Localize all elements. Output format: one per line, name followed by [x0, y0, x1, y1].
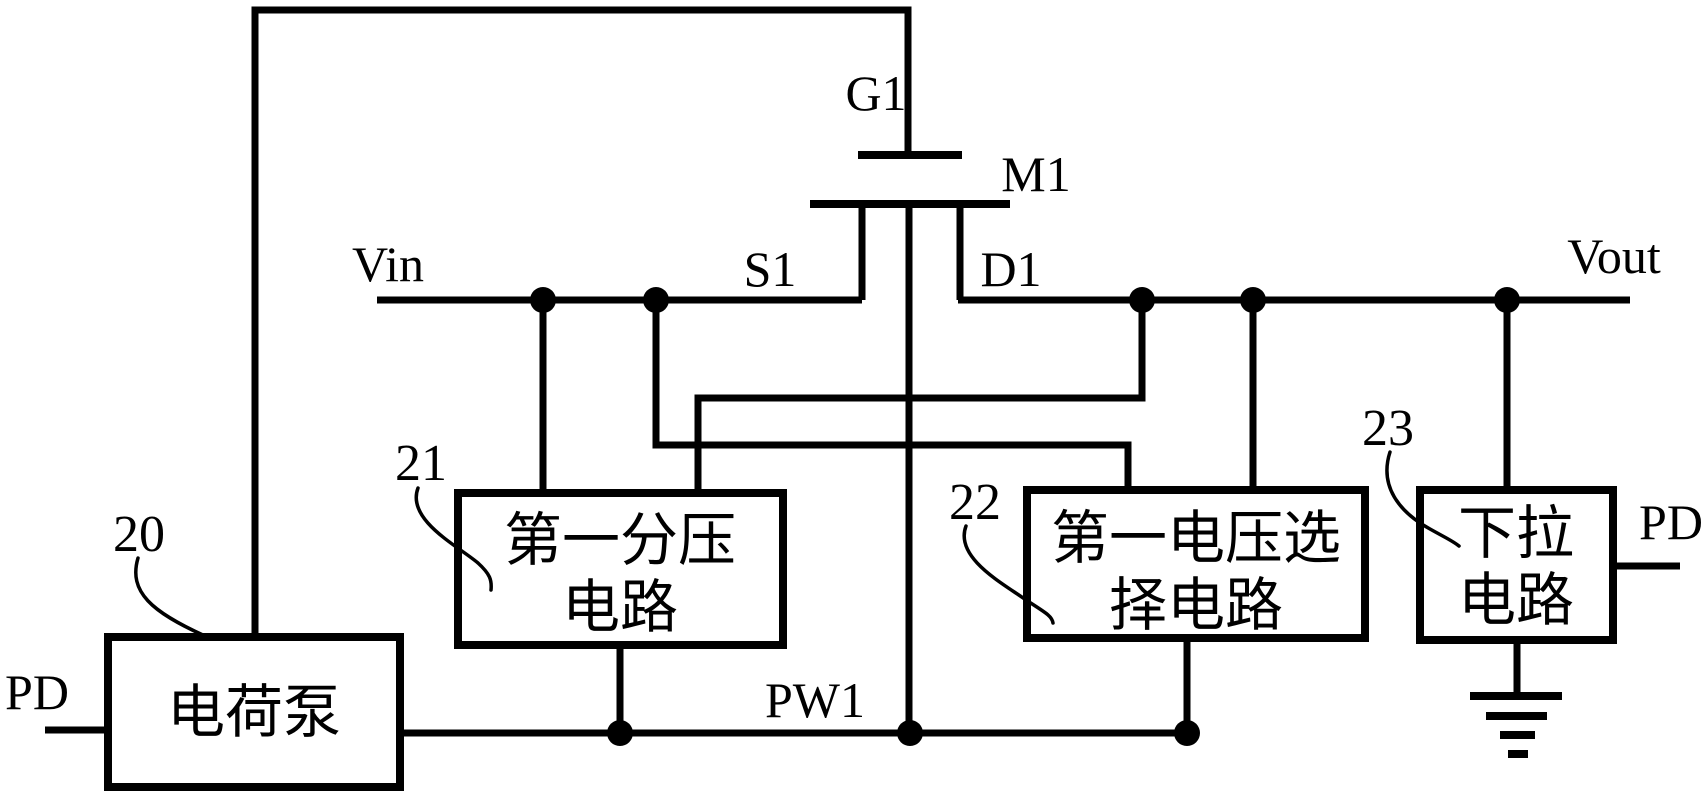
junction-dot — [1174, 720, 1200, 746]
junction-dot — [530, 287, 556, 313]
wire-vout-to-divider — [694, 300, 1146, 493]
ref-22: 22 — [949, 474, 1001, 531]
first-voltage-selector-label-line2: 择电路 — [1109, 573, 1283, 638]
first-divider-label-line1: 第一分压 — [504, 508, 736, 573]
junction-dot — [1129, 287, 1155, 313]
vin-label: Vin — [352, 236, 424, 292]
ref-22-leader — [962, 524, 1055, 625]
junction-dot — [643, 287, 669, 313]
first-voltage-selector-box — [1023, 486, 1369, 642]
pull-down-label-line2: 电路 — [1458, 568, 1574, 633]
g1-label: G1 — [845, 65, 906, 121]
pull-down-box — [1416, 486, 1617, 644]
d1-label: D1 — [980, 241, 1041, 297]
junction-dot — [1240, 287, 1266, 313]
wire-gate-feed — [251, 6, 912, 637]
junction-dot — [607, 720, 633, 746]
junction-dot — [897, 720, 923, 746]
vout-label: Vout — [1567, 228, 1661, 284]
s1-label: S1 — [744, 241, 797, 297]
first-divider-label-line2: 电路 — [562, 575, 678, 640]
first-divider-box — [454, 489, 787, 649]
ref-21: 21 — [395, 435, 447, 492]
wire-vin-to-selector — [652, 300, 1132, 490]
pw1-label: PW1 — [765, 672, 865, 728]
ref-21-leader — [414, 486, 493, 592]
charge-pump-label: 电荷泵 — [167, 680, 341, 745]
pull-down-label-line1: 下拉 — [1458, 501, 1574, 566]
junction-dot — [1494, 287, 1520, 313]
ref-23: 23 — [1362, 400, 1414, 457]
ref-20-leader — [134, 556, 207, 638]
first-voltage-selector-label-line1: 第一电压选 — [1051, 506, 1341, 571]
ref-20: 20 — [113, 506, 165, 563]
block-first-divider: 第一分压 电路 — [454, 489, 787, 649]
ref-23-leader — [1385, 450, 1461, 548]
pd-left-label: PD — [5, 664, 69, 720]
pd-right-label: PD — [1639, 494, 1703, 550]
block-charge-pump: 电荷泵 — [104, 633, 404, 791]
ground-symbol — [1470, 692, 1562, 758]
charge-pump-box — [104, 633, 404, 791]
m1-label: M1 — [1001, 146, 1070, 202]
block-pull-down: 下拉 电路 — [1416, 486, 1617, 644]
block-first-voltage-selector: 第一电压选 择电路 — [1023, 486, 1369, 642]
